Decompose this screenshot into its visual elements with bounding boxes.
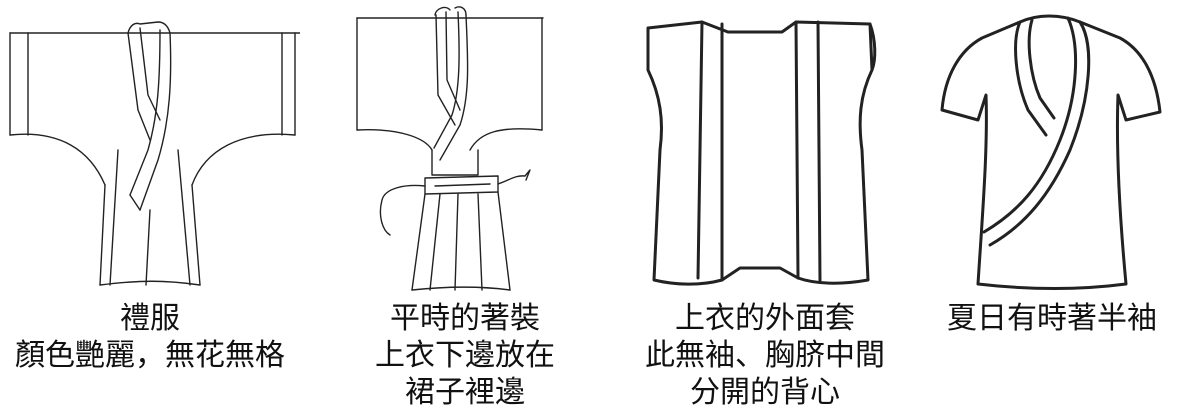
caption-sleeveless-vest: 上衣的外面套 此無袖、胸脐中間 分開的背心: [610, 300, 920, 411]
figure-upper-garment-and-skirt: 平時的著裝 上衣下邊放在 裙子裡邊: [320, 0, 610, 414]
caption-line: 上衣下邊放在: [375, 338, 555, 373]
ceremonial-robe-drawing: [9, 21, 300, 286]
figure-ceremonial-robe: 禮服 顏色艷麗，無花無格: [0, 0, 300, 414]
caption-line: 上衣的外面套: [675, 301, 855, 336]
figure-sleeveless-vest: 上衣的外面套 此無袖、胸脐中間 分開的背心: [610, 0, 920, 414]
caption-line: 禮服: [120, 301, 180, 336]
caption-line: 平時的著裝: [390, 301, 540, 336]
caption-ceremonial-robe: 禮服 顏色艷麗，無花無格: [0, 300, 300, 374]
caption-upper-garment-and-skirt: 平時的著裝 上衣下邊放在 裙子裡邊: [320, 300, 610, 411]
caption-line: 此無袖、胸脐中間: [645, 338, 885, 373]
upper-garment-and-skirt-drawing: [356, 6, 544, 291]
caption-half-sleeve-top: 夏日有時著半袖: [920, 300, 1184, 337]
caption-line: 顏色艷麗，無花無格: [15, 338, 285, 373]
caption-line: 裙子裡邊: [405, 375, 525, 410]
sleeveless-vest-drawing: [646, 20, 877, 286]
figure-half-sleeve-top: 夏日有時著半袖: [920, 0, 1184, 414]
caption-line: 夏日有時著半袖: [947, 301, 1157, 336]
caption-line: 分開的背心: [690, 375, 840, 410]
half-sleeve-top-drawing: [940, 14, 1162, 290]
